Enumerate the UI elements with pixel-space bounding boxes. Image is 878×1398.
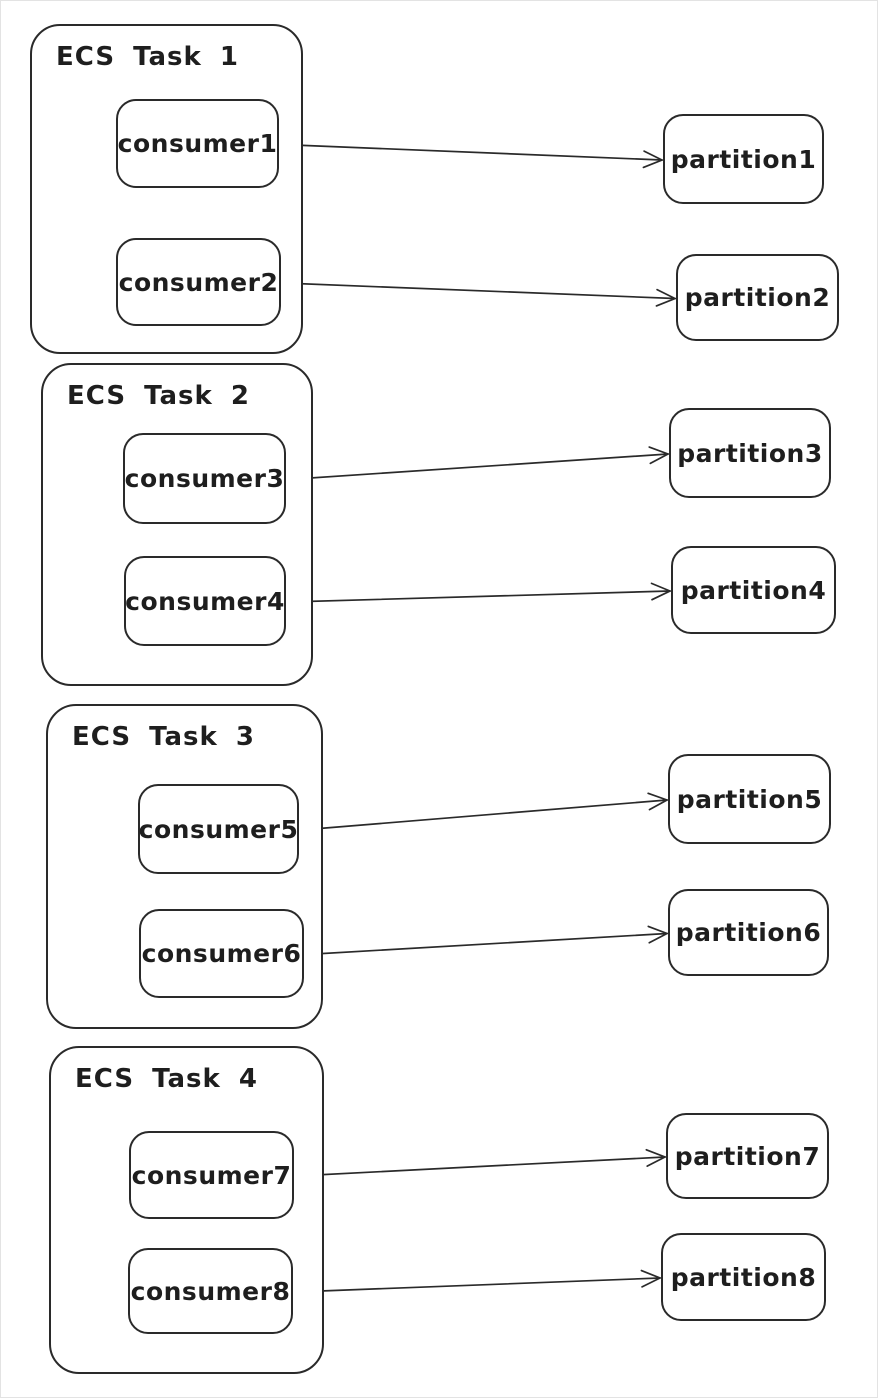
arrowhead-icon	[648, 446, 671, 465]
consumer1-label: consumer1	[117, 129, 278, 158]
partition2-node: partition2	[676, 254, 839, 341]
consumer8-node: consumer8	[128, 1248, 293, 1334]
arrow-consumer6-to-partition6	[305, 932, 668, 956]
partition4-node: partition4	[671, 546, 836, 634]
partition1-node: partition1	[663, 114, 824, 204]
partition6-node: partition6	[668, 889, 829, 976]
consumer2-node: consumer2	[116, 238, 281, 326]
arrow-consumer4-to-partition4	[287, 590, 671, 603]
arrowhead-icon	[642, 150, 665, 169]
consumer6-label: consumer6	[141, 939, 302, 968]
partition6-label: partition6	[675, 918, 822, 947]
partition7-node: partition7	[666, 1113, 829, 1199]
ecs-task-4-container: ECS Task 4 consumer7 consumer8	[49, 1046, 324, 1374]
partition4-label: partition4	[680, 575, 827, 605]
ecs-task-2-label: ECS Task 2	[67, 381, 250, 411]
arrow-consumer2-to-partition2	[282, 282, 676, 300]
arrow-consumer1-to-partition1	[280, 143, 663, 161]
partition8-label: partition8	[670, 1262, 817, 1292]
arrow-consumer5-to-partition5	[300, 799, 668, 831]
consumer3-label: consumer3	[124, 464, 285, 493]
arrow-consumer8-to-partition8	[294, 1277, 661, 1293]
partition1-label: partition1	[670, 144, 817, 174]
arrowhead-icon	[647, 925, 670, 944]
consumer5-label: consumer5	[138, 814, 299, 844]
consumer6-node: consumer6	[139, 909, 304, 998]
arrow-consumer3-to-partition3	[287, 453, 669, 481]
ecs-task-3-label: ECS Task 3	[72, 722, 255, 752]
partition3-node: partition3	[669, 408, 831, 498]
arrowhead-icon	[647, 792, 670, 811]
ecs-task-4-label: ECS Task 4	[75, 1064, 258, 1094]
consumer7-label: consumer7	[131, 1160, 292, 1190]
ecs-task-1-label: ECS Task 1	[56, 42, 239, 72]
partition7-label: partition7	[674, 1141, 821, 1171]
partition2-label: partition2	[684, 283, 831, 312]
partition3-label: partition3	[677, 438, 823, 468]
partition5-node: partition5	[668, 754, 831, 844]
arrowhead-icon	[640, 1269, 663, 1288]
arrow-consumer7-to-partition7	[295, 1156, 666, 1177]
arrowhead-icon	[655, 288, 678, 307]
partition8-node: partition8	[661, 1233, 826, 1321]
consumer4-label: consumer4	[125, 586, 285, 616]
ecs-task-1-container: ECS Task 1 consumer1 consumer2	[30, 24, 303, 354]
consumer4-node: consumer4	[124, 556, 286, 646]
consumer5-node: consumer5	[138, 784, 299, 874]
ecs-task-2-container: ECS Task 2 consumer3 consumer4	[41, 363, 313, 686]
consumer7-node: consumer7	[129, 1131, 294, 1219]
consumer3-node: consumer3	[123, 433, 286, 524]
arrowhead-icon	[650, 582, 673, 601]
consumer2-label: consumer2	[118, 267, 279, 297]
consumer8-label: consumer8	[130, 1276, 291, 1306]
partition5-label: partition5	[676, 784, 823, 814]
arrowhead-icon	[645, 1148, 668, 1167]
ecs-task-3-container: ECS Task 3 consumer5 consumer6	[46, 704, 323, 1029]
consumer1-node: consumer1	[116, 99, 279, 188]
